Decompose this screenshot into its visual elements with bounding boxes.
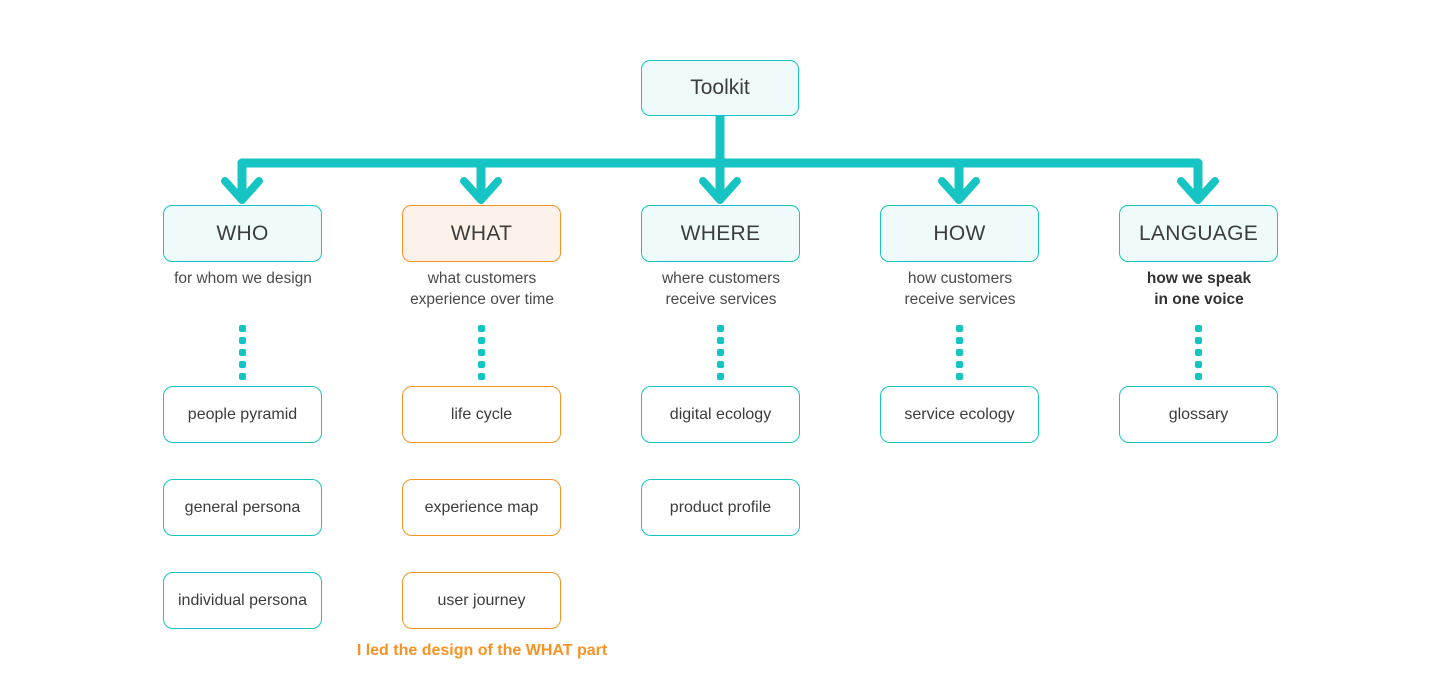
category-label-language: LANGUAGE bbox=[1138, 221, 1259, 245]
item-node-glossary[interactable]: glossary bbox=[1119, 386, 1278, 443]
category-node-who[interactable]: WHO bbox=[163, 205, 322, 262]
root-node-label: Toolkit bbox=[690, 76, 750, 99]
caption-line-1: what customers bbox=[427, 270, 537, 287]
item-label: general persona bbox=[184, 498, 301, 516]
item-node-people-pyramid[interactable]: people pyramid bbox=[163, 386, 322, 443]
item-node-service-ecology[interactable]: service ecology bbox=[880, 386, 1039, 443]
category-node-language[interactable]: LANGUAGE bbox=[1119, 205, 1278, 262]
item-node-individual-persona[interactable]: individual persona bbox=[163, 572, 322, 629]
category-caption-how: how customers receive services bbox=[845, 268, 1075, 310]
item-label: glossary bbox=[1168, 405, 1229, 423]
footnote-annotation: I led the design of the WHAT part bbox=[356, 642, 608, 659]
item-label: individual persona bbox=[178, 591, 307, 609]
category-caption-what: what customers experience over time bbox=[367, 268, 597, 310]
item-label: life cycle bbox=[450, 405, 513, 423]
item-node-general-persona[interactable]: general persona bbox=[163, 479, 322, 536]
category-caption-where: where customers receive services bbox=[606, 268, 836, 310]
category-label-where: WHERE bbox=[680, 221, 761, 245]
item-node-product-profile[interactable]: product profile bbox=[641, 479, 800, 536]
caption-line-2: receive services bbox=[904, 291, 1016, 308]
category-caption-language: how we speak in one voice bbox=[1084, 268, 1314, 310]
caption-line-1: how we speak bbox=[1146, 270, 1252, 287]
category-label-what: WHAT bbox=[450, 221, 513, 245]
item-label: experience map bbox=[424, 498, 539, 516]
item-node-life-cycle[interactable]: life cycle bbox=[402, 386, 561, 443]
caption-line-2: in one voice bbox=[1154, 291, 1244, 308]
category-node-what[interactable]: WHAT bbox=[402, 205, 561, 262]
item-label: service ecology bbox=[904, 405, 1015, 423]
category-caption-who: for whom we design bbox=[128, 268, 358, 289]
category-node-where[interactable]: WHERE bbox=[641, 205, 800, 262]
item-node-user-journey[interactable]: user journey bbox=[402, 572, 561, 629]
category-label-how: HOW bbox=[933, 221, 986, 245]
item-label: digital ecology bbox=[669, 405, 772, 423]
item-label: user journey bbox=[437, 591, 526, 609]
category-node-how[interactable]: HOW bbox=[880, 205, 1039, 262]
root-node-toolkit[interactable]: Toolkit bbox=[641, 60, 799, 116]
caption-line-1: where customers bbox=[661, 270, 780, 287]
caption-line-1: how customers bbox=[907, 270, 1013, 287]
caption-line-2: experience over time bbox=[410, 291, 554, 308]
item-node-digital-ecology[interactable]: digital ecology bbox=[641, 386, 800, 443]
item-label: people pyramid bbox=[187, 405, 298, 423]
category-label-who: WHO bbox=[216, 221, 269, 245]
item-node-experience-map[interactable]: experience map bbox=[402, 479, 561, 536]
caption-line-1: for whom we design bbox=[174, 270, 312, 287]
caption-line-2: receive services bbox=[665, 291, 777, 308]
item-label: product profile bbox=[669, 498, 772, 516]
